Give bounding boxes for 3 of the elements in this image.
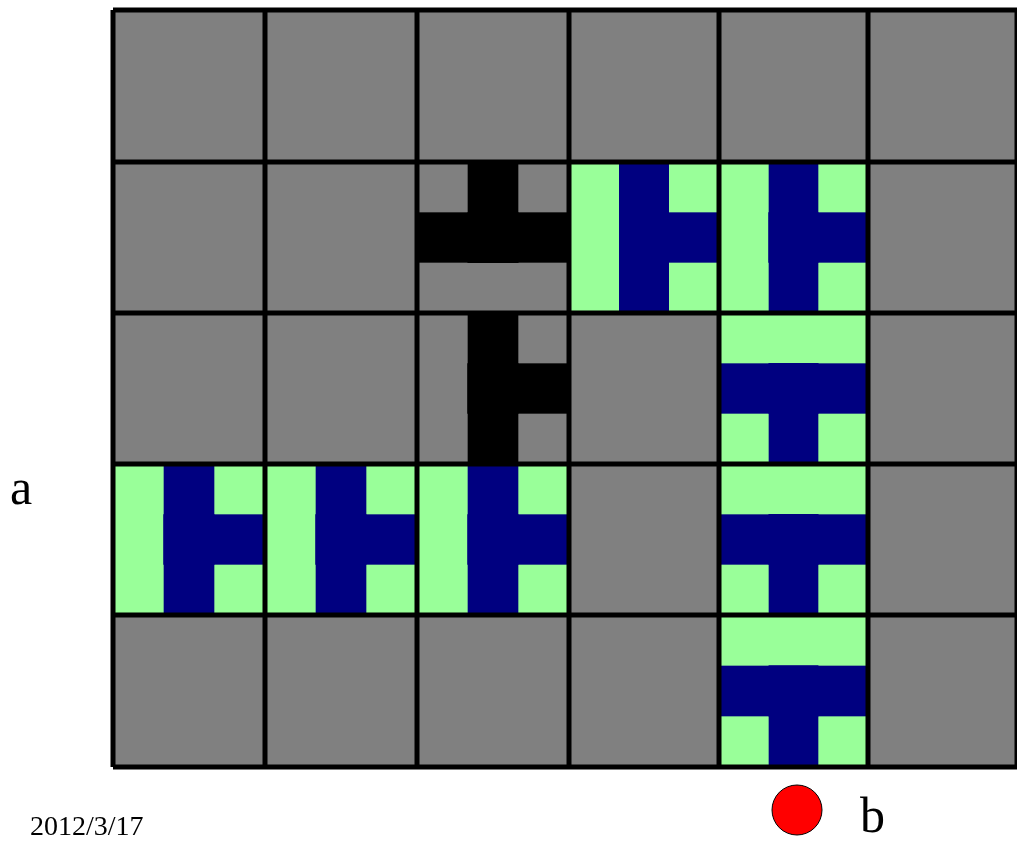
grid-side-label: a: [10, 462, 33, 512]
date-text: 2012/3/17: [30, 812, 144, 840]
marker-label: b: [860, 790, 885, 840]
